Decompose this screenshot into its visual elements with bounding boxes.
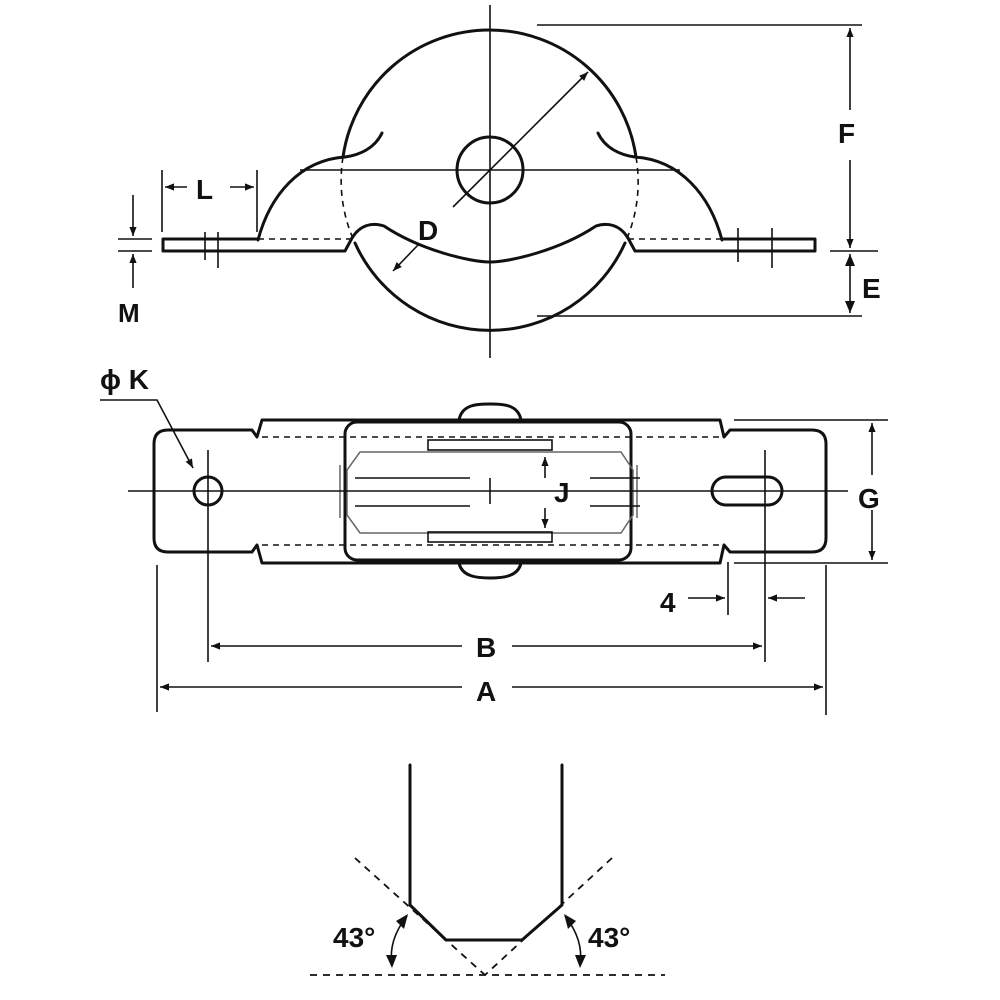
slot-hidden-arc (767, 476, 783, 506)
angle-guide-right (484, 857, 613, 976)
slot-mount-hole (710, 475, 784, 507)
dim-K-leader (100, 399, 194, 469)
label-B: B (476, 632, 496, 663)
right-flange (626, 236, 817, 253)
housing-notch (350, 222, 630, 264)
angle-arc-left-arrow-bottom (386, 955, 397, 968)
label-L: L (196, 174, 213, 205)
diameter-leader (392, 244, 419, 272)
plan-view: ϕ K J G 4 B A (100, 364, 888, 715)
label-angle-right: 43° (588, 922, 630, 953)
diameter-arrow (452, 71, 589, 208)
angle-arc-right-arrow-bottom (575, 955, 586, 968)
base-plate-outline (152, 418, 828, 565)
label-4: 4 (660, 587, 676, 618)
label-E: E (862, 273, 881, 304)
flange-bar-top (427, 439, 553, 451)
flange-bar-bottom (427, 531, 553, 543)
housing-right-hump (596, 131, 724, 242)
wheel-upper-arc (341, 28, 638, 159)
side-elevation-view: D L M F E (118, 5, 881, 358)
label-G: G (858, 483, 880, 514)
label-F: F (838, 118, 855, 149)
label-A: A (476, 676, 496, 707)
wheel-bottom-cap (457, 561, 523, 580)
wheel-body-outline (346, 451, 634, 534)
groove-profile-outline (408, 763, 564, 942)
dim-E-arrow-bottom (845, 301, 855, 313)
angle-arc-right-arrow-top (564, 914, 576, 929)
dim-E-arrow-top (845, 254, 855, 266)
wheel-lower-arc (353, 241, 627, 332)
angle-arc-left-arrow-top (396, 914, 408, 929)
wheel-top-cap (457, 402, 523, 422)
wheel-hidden-left (340, 156, 356, 244)
groove-profile-view: 43° 43° (310, 763, 665, 976)
label-angle-left: 43° (333, 922, 375, 953)
left-flange (161, 236, 354, 253)
housing-left-hump (256, 131, 384, 242)
label-K: ϕ K (100, 364, 149, 395)
label-J: J (554, 477, 570, 508)
axle-hole (455, 135, 525, 205)
angle-guide-left (354, 857, 486, 976)
label-M: M (118, 298, 140, 328)
label-D: D (418, 215, 438, 246)
